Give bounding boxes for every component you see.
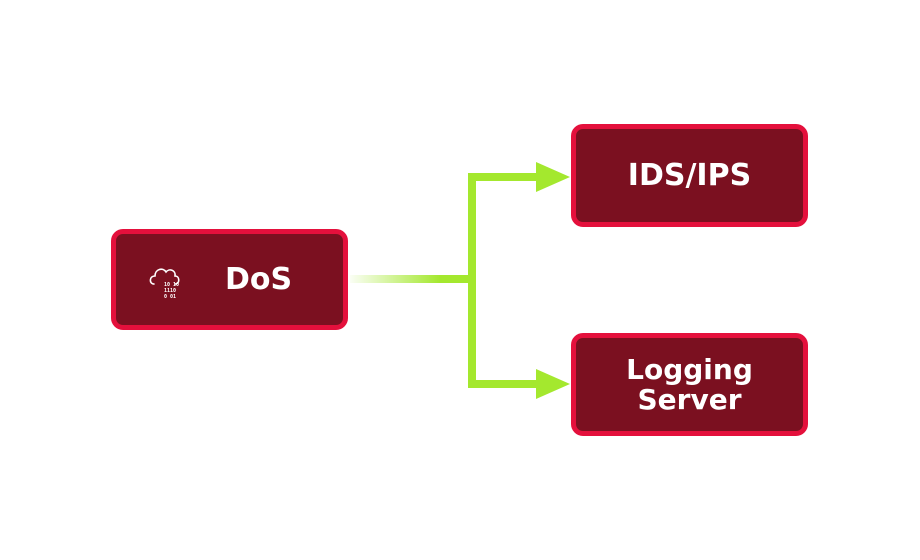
connector-branch-upper: [468, 173, 540, 283]
logging-server-label-line-2: Server: [637, 382, 742, 416]
svg-text:1110: 1110: [164, 288, 176, 294]
connector-branch-lower: [468, 275, 540, 388]
ids-ips-label: IDS/IPS: [627, 158, 752, 193]
logging-server-node: Logging Server: [571, 333, 808, 436]
dos-label: DoS: [224, 262, 293, 297]
dos-node: 10 10 1110 0 01 DoS: [111, 229, 348, 330]
arrowhead-upper: [536, 162, 570, 192]
ids-ips-node: IDS/IPS: [571, 124, 808, 227]
cloud-binary-icon: 10 10 1110 0 01: [149, 268, 180, 300]
arrowhead-lower: [536, 369, 570, 399]
svg-text:10 10: 10 10: [164, 282, 179, 288]
svg-text:0 01: 0 01: [164, 294, 176, 300]
logging-server-label-line-1: Logging: [626, 352, 753, 386]
